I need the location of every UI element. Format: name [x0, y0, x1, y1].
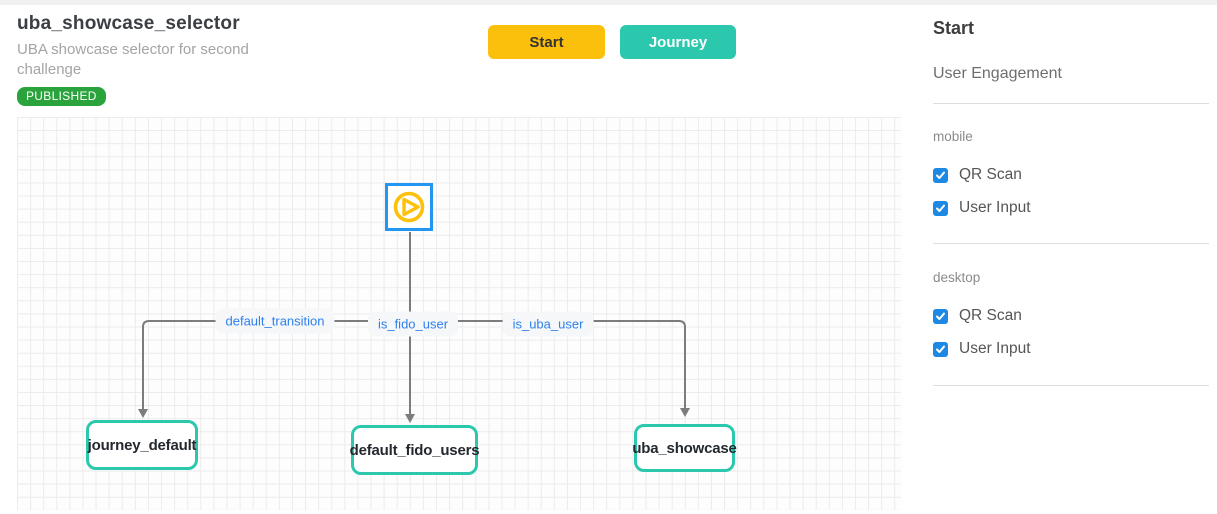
section-label-mobile: mobile [933, 129, 973, 144]
checkbox-label: User Input [959, 340, 1031, 357]
arrowhead-middle [405, 414, 415, 423]
divider [933, 385, 1209, 386]
checkbox-row-mobile-qr-scan[interactable]: QR Scan [933, 166, 1022, 184]
checkbox-row-desktop-user-input[interactable]: User Input [933, 340, 1031, 358]
divider [933, 103, 1209, 104]
checkbox-checked-icon[interactable] [933, 341, 948, 357]
edge-label-is-fido-user[interactable]: is_fido_user [367, 311, 459, 337]
play-icon [393, 191, 425, 223]
checkbox-label: User Input [959, 199, 1031, 216]
checkbox-label: QR Scan [959, 307, 1022, 324]
edge-label-default-transition[interactable]: default_transition [215, 308, 335, 334]
panel-subtitle: User Engagement [933, 65, 1062, 82]
flow-edges [138, 232, 690, 423]
checkbox-label: QR Scan [959, 166, 1022, 183]
properties-panel: Start User Engagement mobile QR Scan Use… [933, 0, 1209, 514]
status-badge: PUBLISHED [17, 87, 106, 106]
divider [933, 243, 1209, 244]
arrowhead-left [138, 409, 148, 418]
page-subtitle: UBA showcase selector for second challen… [17, 41, 249, 78]
edge-label-is-uba-user[interactable]: is_uba_user [502, 311, 594, 337]
checkbox-checked-icon[interactable] [933, 167, 948, 183]
checkbox-row-mobile-user-input[interactable]: User Input [933, 199, 1031, 217]
panel-title: Start [933, 18, 975, 38]
checkbox-checked-icon[interactable] [933, 200, 948, 216]
page-title: uba_showcase_selector [17, 13, 240, 34]
start-node[interactable] [385, 183, 433, 231]
top-border-strip [0, 0, 1217, 5]
checkbox-row-desktop-qr-scan[interactable]: QR Scan [933, 307, 1022, 325]
node-default-fido-users[interactable]: default_fido_users [350, 425, 480, 475]
flow-canvas[interactable]: default_transition is_fido_user is_uba_u… [17, 117, 901, 510]
journey-tab-button[interactable]: Journey [620, 25, 736, 59]
node-journey-default[interactable]: journey_default [86, 420, 198, 470]
arrowhead-right [680, 408, 690, 417]
section-label-desktop: desktop [933, 270, 981, 285]
checkbox-checked-icon[interactable] [933, 308, 948, 324]
start-tab-button[interactable]: Start [488, 25, 605, 59]
node-uba-showcase[interactable]: uba_showcase [632, 424, 737, 472]
journey-header: uba_showcase_selector UBA showcase selec… [17, 13, 267, 106]
